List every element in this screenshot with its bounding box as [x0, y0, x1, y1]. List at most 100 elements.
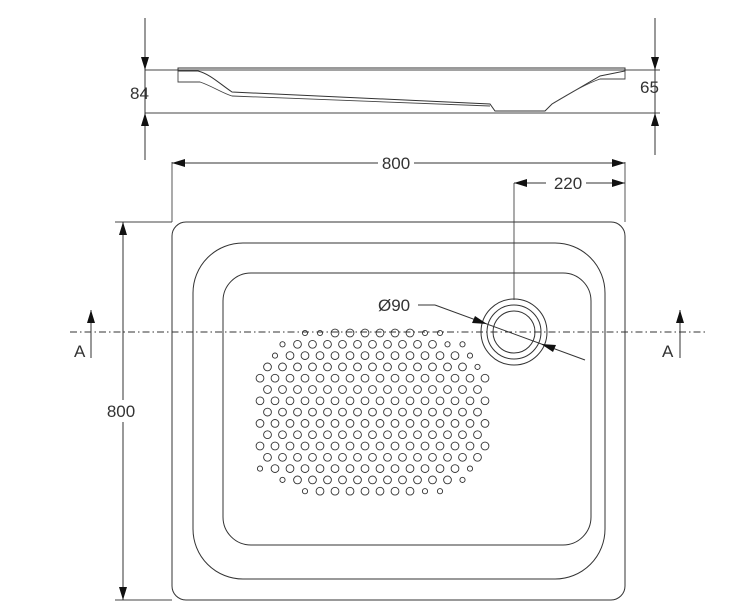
drain-offset-220-label: 220 — [554, 174, 582, 193]
anti-slip-dot — [360, 328, 370, 338]
anti-slip-dot — [428, 452, 437, 462]
anti-slip-dot — [465, 396, 475, 406]
width-800-label: 800 — [382, 154, 410, 173]
anti-slip-dot — [293, 385, 302, 394]
anti-slip-dot — [405, 373, 415, 383]
anti-slip-dot — [390, 486, 400, 496]
anti-slip-dot — [473, 430, 482, 440]
anti-slip-dot — [436, 488, 444, 495]
anti-slip-dot — [383, 385, 392, 394]
anti-slip-dot — [279, 476, 286, 483]
anti-slip-dot — [255, 441, 265, 451]
anti-slip-dot — [323, 407, 332, 417]
anti-slip-dot — [353, 475, 362, 485]
anti-slip-dot — [315, 396, 325, 406]
anti-slip-dot — [435, 373, 445, 383]
anti-slip-dot — [435, 464, 445, 473]
anti-slip-dot — [458, 452, 467, 462]
depth-800-label: 800 — [107, 402, 135, 421]
anti-slip-dot — [278, 362, 287, 372]
anti-slip-dot — [398, 430, 407, 440]
anti-slip-dot — [270, 464, 280, 473]
anti-slip-dot — [420, 373, 430, 383]
anti-slip-dot — [383, 452, 392, 462]
anti-slip-dot — [375, 373, 385, 383]
anti-slip-dot — [279, 341, 286, 348]
anti-slip-dot — [285, 441, 295, 451]
anti-slip-dot — [375, 419, 385, 428]
anti-slip-dot — [360, 396, 370, 406]
anti-slip-dot — [270, 441, 280, 451]
anti-slip-dot — [278, 430, 287, 440]
anti-slip-dot — [330, 373, 340, 383]
anti-slip-dot — [398, 385, 407, 394]
anti-slip-dot — [308, 385, 317, 394]
anti-slip-dot — [270, 396, 280, 406]
anti-slip-dot — [458, 385, 467, 394]
anti-slip-dot — [390, 351, 400, 360]
anti-slip-dot — [480, 373, 490, 383]
anti-slip-dot — [316, 329, 324, 337]
anti-slip-dot — [345, 396, 355, 406]
anti-slip-dot — [443, 475, 452, 485]
anti-slip-dot — [420, 419, 430, 428]
anti-slip-dot — [428, 339, 437, 349]
side-view: 84 65 — [130, 18, 660, 160]
anti-slip-dot — [435, 419, 445, 428]
anti-slip-dot — [330, 328, 340, 338]
anti-slip-dot — [420, 396, 430, 406]
anti-slip-dot — [480, 441, 490, 451]
tray-basin-inner — [222, 272, 592, 546]
anti-slip-dot — [263, 362, 272, 372]
anti-slip-dot — [375, 396, 385, 406]
anti-slip-dot — [405, 441, 415, 451]
anti-slip-dot — [390, 373, 400, 383]
anti-slip-dot — [450, 464, 460, 473]
anti-slip-dot — [330, 351, 340, 360]
anti-slip-dot — [436, 329, 444, 337]
anti-slip-dot — [300, 441, 310, 451]
anti-slip-dot — [323, 385, 332, 394]
anti-slip-dot — [300, 419, 310, 428]
anti-slip-dot — [293, 407, 302, 417]
anti-slip-dot — [353, 362, 362, 372]
anti-slip-dot — [368, 339, 377, 349]
anti-slip-dot — [338, 430, 347, 440]
anti-slip-dot — [315, 441, 325, 451]
anti-slip-dot — [255, 373, 265, 383]
anti-slip-dot — [421, 488, 429, 495]
anti-slip-dot — [330, 464, 340, 473]
anti-slip-dot — [450, 441, 460, 451]
anti-slip-dot — [345, 464, 355, 473]
anti-slip-dot — [308, 430, 317, 440]
anti-slip-dot — [293, 339, 302, 349]
anti-slip-dot — [450, 373, 460, 383]
anti-slip-dot — [285, 464, 295, 473]
anti-slip-dot — [293, 362, 302, 372]
anti-slip-dot — [413, 407, 422, 417]
section-marker-left: A — [74, 342, 86, 361]
anti-slip-dot — [285, 396, 295, 406]
anti-slip-dot — [360, 419, 370, 428]
anti-slip-dot — [323, 430, 332, 440]
anti-slip-dot — [345, 373, 355, 383]
anti-slip-dot — [338, 452, 347, 462]
drain-diameter-label: Ø90 — [378, 296, 410, 315]
anti-slip-dot — [444, 341, 451, 348]
anti-slip-dot — [450, 419, 460, 428]
anti-slip-dot — [353, 407, 362, 417]
anti-slip-dot — [390, 464, 400, 473]
anti-slip-dot — [398, 452, 407, 462]
anti-slip-dot — [465, 373, 475, 383]
anti-slip-dot — [405, 486, 415, 496]
anti-slip-dot — [413, 339, 422, 349]
anti-slip-dot — [428, 407, 437, 417]
anti-slip-dot — [473, 407, 482, 417]
anti-slip-dot — [458, 362, 467, 372]
anti-slip-dot — [473, 452, 482, 462]
anti-slip-dot — [263, 430, 272, 440]
anti-slip-dot — [300, 396, 310, 406]
anti-slip-dot — [315, 351, 325, 360]
anti-slip-dot — [443, 452, 452, 462]
anti-slip-dot — [405, 464, 415, 473]
